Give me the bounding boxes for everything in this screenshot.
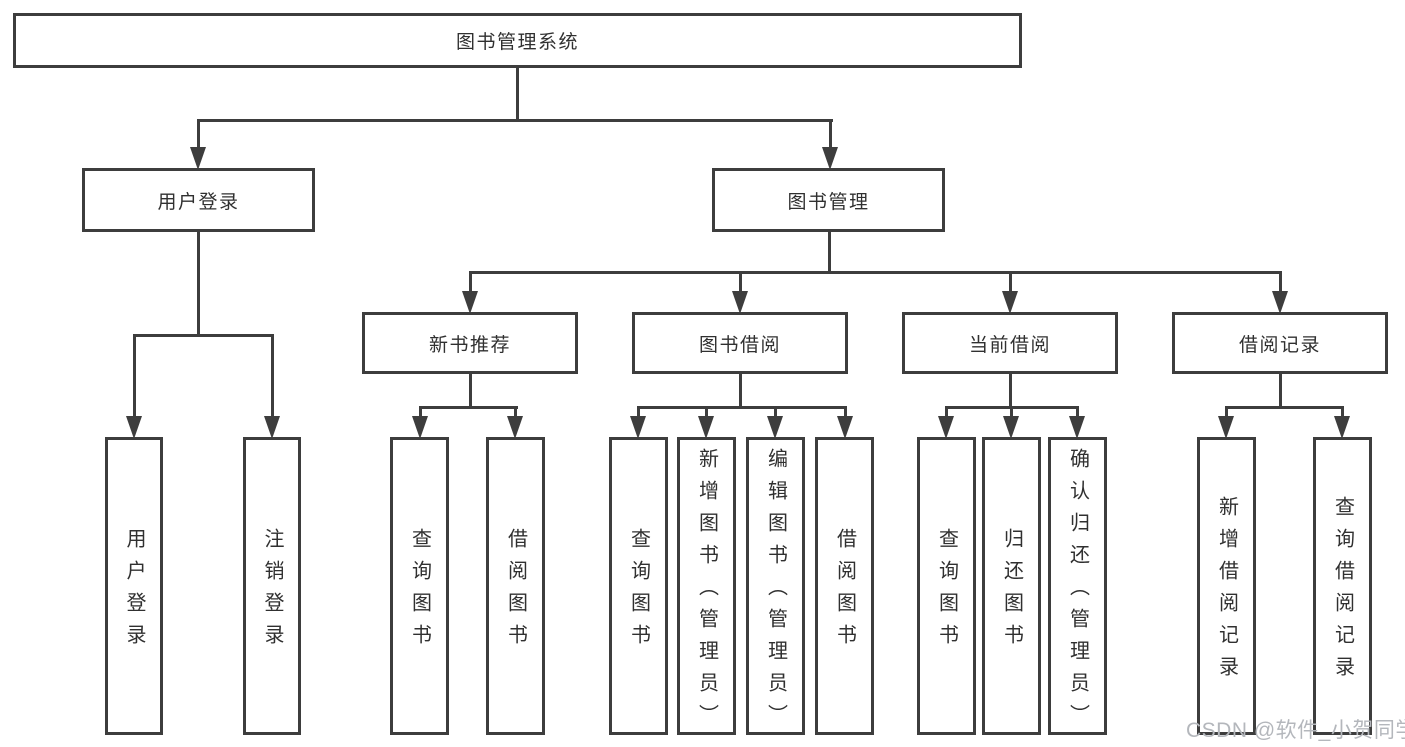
node-book-management: 图书管理: [712, 168, 945, 232]
connector-line: [739, 372, 742, 409]
arrow-down-icon: [767, 416, 783, 439]
leaf-user-login: 用户登录: [105, 437, 163, 735]
leaf-query-books-borrow-label: 查询图书: [627, 528, 650, 656]
connector-line: [1009, 271, 1012, 296]
leaf-query-books-recommend: 查询图书: [390, 437, 449, 735]
connector-line: [1009, 372, 1012, 409]
connector-line: [774, 406, 777, 420]
connector-line: [197, 230, 200, 337]
connector-line: [829, 119, 832, 151]
leaf-logout-login: 注销登录: [243, 437, 301, 735]
connector-line: [828, 230, 831, 274]
leaf-logout-login-label: 注销登录: [261, 528, 283, 656]
connector-line: [739, 271, 742, 296]
leaf-edit-book-admin: 编辑图书（管理员）: [746, 437, 805, 736]
connector-line: [1076, 406, 1079, 420]
leaf-borrow-books-recommend: 借阅图书: [486, 437, 545, 735]
connector-line: [271, 334, 274, 419]
arrow-down-icon: [1334, 416, 1350, 439]
connector-line: [637, 406, 847, 409]
arrow-down-icon: [1069, 416, 1085, 439]
leaf-query-books-current: 查询图书: [917, 437, 976, 735]
leaf-add-book-admin-label: 新增图书（管理员）: [695, 448, 718, 736]
watermark: CSDN @软件_小贺同学: [1186, 719, 1405, 742]
connector-line: [469, 372, 472, 409]
leaf-edit-book-admin-label: 编辑图书（管理员）: [764, 448, 787, 736]
connector-line: [514, 406, 517, 420]
leaf-borrow-books-borrow-label: 借阅图书: [833, 528, 856, 656]
node-new-book-recommend: 新书推荐: [362, 312, 578, 374]
arrow-down-icon: [837, 416, 853, 439]
node-borrowing-records: 借阅记录: [1172, 312, 1388, 374]
arrow-down-icon: [732, 291, 748, 314]
leaf-confirm-return-admin: 确认归还（管理员）: [1048, 437, 1107, 736]
connector-line: [469, 271, 1282, 274]
arrow-down-icon: [190, 147, 206, 170]
connector-line: [1225, 406, 1228, 420]
arrow-down-icon: [507, 416, 523, 439]
leaf-add-book-admin: 新增图书（管理员）: [677, 437, 736, 736]
connector-line: [133, 334, 274, 337]
node-book-borrowing: 图书借阅: [632, 312, 848, 374]
connector-line: [844, 406, 847, 420]
connector-line: [419, 406, 518, 409]
leaf-confirm-return-admin-label: 确认归还（管理员）: [1066, 448, 1089, 736]
arrow-down-icon: [1272, 291, 1288, 314]
connector-line: [516, 66, 519, 122]
node-user-login: 用户登录: [82, 168, 315, 232]
connector-line: [945, 406, 948, 420]
connector-line: [197, 119, 833, 122]
arrow-down-icon: [1002, 291, 1018, 314]
connector-line: [469, 271, 472, 296]
leaf-add-borrow-record-label: 新增借阅记录: [1215, 496, 1238, 688]
leaf-return-books: 归还图书: [982, 437, 1041, 735]
arrow-down-icon: [1003, 416, 1019, 439]
leaf-query-borrow-record-label: 查询借阅记录: [1331, 496, 1354, 688]
connector-line: [1225, 406, 1344, 409]
connector-line: [1279, 271, 1282, 296]
connector-line: [197, 119, 200, 151]
arrow-down-icon: [1218, 416, 1234, 439]
connector-line: [1341, 406, 1344, 420]
connector-line: [1010, 406, 1013, 420]
connector-line: [705, 406, 708, 420]
arrow-down-icon: [412, 416, 428, 439]
node-current-borrowing: 当前借阅: [902, 312, 1118, 374]
connector-line: [637, 406, 640, 420]
arrow-down-icon: [630, 416, 646, 439]
arrow-down-icon: [822, 147, 838, 170]
connector-line: [133, 334, 136, 419]
arrow-down-icon: [126, 416, 142, 439]
leaf-return-books-label: 归还图书: [1000, 528, 1023, 656]
node-root: 图书管理系统: [13, 13, 1022, 68]
arrow-down-icon: [462, 291, 478, 314]
leaf-query-books-recommend-label: 查询图书: [408, 528, 431, 656]
arrow-down-icon: [698, 416, 714, 439]
leaf-query-books-current-label: 查询图书: [935, 528, 958, 656]
leaf-query-books-borrow: 查询图书: [609, 437, 668, 735]
arrow-down-icon: [938, 416, 954, 439]
leaf-borrow-books-recommend-label: 借阅图书: [504, 528, 527, 656]
leaf-add-borrow-record: 新增借阅记录: [1197, 437, 1256, 735]
leaf-borrow-books-borrow: 借阅图书: [815, 437, 874, 735]
leaf-query-borrow-record: 查询借阅记录: [1313, 437, 1372, 735]
leaf-user-login-label: 用户登录: [123, 528, 145, 656]
connector-line: [419, 406, 422, 420]
arrow-down-icon: [264, 416, 280, 439]
connector-line: [1279, 372, 1282, 409]
